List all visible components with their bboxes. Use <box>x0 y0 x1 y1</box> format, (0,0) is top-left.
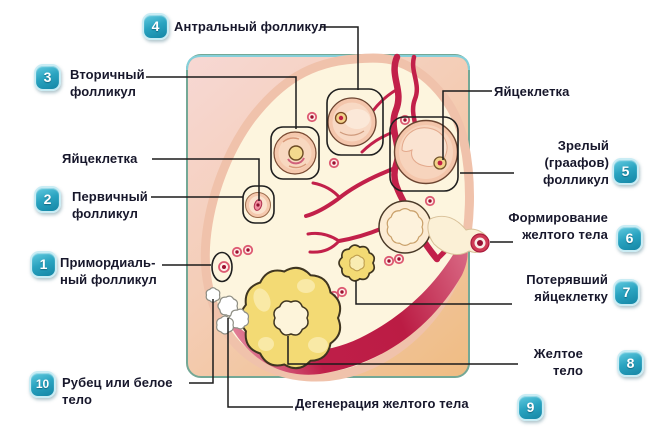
callout-antral <box>321 26 359 90</box>
callout-corpus <box>287 336 518 365</box>
corpus-luteum-icon <box>239 266 342 370</box>
label-line: (граафов) <box>544 155 609 170</box>
step-badge-7: 7 <box>613 279 640 306</box>
label-primary-follicle: Первичный фолликул <box>72 188 148 222</box>
label-graafian-follicle: Зрелый (граафов) фолликул <box>543 137 609 188</box>
label-line: фолликул <box>70 84 136 99</box>
label-antral-follicle: Антральный фолликул <box>174 18 327 35</box>
label-line: Антральный фолликул <box>174 19 327 34</box>
step-badge-6: 6 <box>616 225 643 252</box>
degenerating-corpus-icon <box>338 244 376 282</box>
secondary-follicle-icon <box>273 131 317 175</box>
graafian-follicle-icon <box>393 119 459 185</box>
callout-egg-left <box>152 158 260 201</box>
label-line: фолликул <box>72 206 138 221</box>
forming-corpus-luteum-icon <box>427 215 490 255</box>
label-line: Дегенерация желтого тела <box>295 396 469 411</box>
highlight-boxes <box>211 88 459 283</box>
step-badge-3: 3 <box>34 64 61 91</box>
step-badge-5: 5 <box>612 158 639 185</box>
antral-follicle-icon <box>327 97 377 147</box>
panel-top-highlight <box>186 55 470 71</box>
label-line: Желтое <box>533 346 583 361</box>
label-line: Яйцеклетка <box>494 84 570 99</box>
label-line: ный фолликул <box>60 272 157 287</box>
label-line: Рубец или белое <box>62 375 173 390</box>
label-egg-right: Яйцеклетка <box>494 83 569 100</box>
callout-egg-right <box>442 90 492 160</box>
label-line: яйцеклетку <box>534 289 608 304</box>
callout-lost-egg <box>355 281 512 305</box>
label-primordial-follicle: Примордиаль- ный фолликул <box>60 254 157 288</box>
callout-secondary <box>146 76 297 129</box>
label-egg-left: Яйцеклетка <box>62 150 137 167</box>
ovary-medulla-crescent <box>225 235 468 375</box>
label-forming-corpus-luteum: Формирование желтого тела <box>508 209 608 243</box>
label-line: Яйцеклетка <box>62 151 138 166</box>
label-line: Примордиаль- <box>60 255 156 270</box>
callout-lines <box>146 26 518 408</box>
step-badge-2: 2 <box>34 186 61 213</box>
label-line: тело <box>62 392 93 407</box>
label-line: Потерявший <box>526 272 608 287</box>
label-line: желтого тела <box>522 227 608 242</box>
callout-degeneration <box>227 318 293 408</box>
antral-follicle-box <box>326 88 384 156</box>
label-lost-egg-follicle: Потерявший яйцеклетку <box>526 271 608 305</box>
step-badge-9: 9 <box>517 394 544 421</box>
label-degeneration-corpus-luteum: Дегенерация желтого тела <box>295 395 469 412</box>
callout-scar <box>189 299 214 384</box>
step-badge-4: 4 <box>142 13 169 40</box>
label-line: Вторичный <box>70 67 145 82</box>
secondary-follicle-box <box>270 126 320 180</box>
label-line: Первичный <box>72 189 148 204</box>
step-badge-1: 1 <box>30 251 57 278</box>
label-line: Формирование <box>508 210 608 225</box>
label-line: фолликул <box>543 172 609 187</box>
primordial-follicle-ring <box>211 251 233 283</box>
label-secondary-follicle: Вторичный фолликул <box>70 66 145 100</box>
label-line: тело <box>552 363 583 378</box>
step-badge-10: 10 <box>29 371 56 398</box>
white-body-icon <box>205 287 250 335</box>
step-badge-8: 8 <box>617 350 644 377</box>
label-scar-white-body: Рубец или белое тело <box>62 374 173 408</box>
released-egg-icon <box>470 233 490 253</box>
ruptured-follicle-icon <box>378 200 432 254</box>
graafian-follicle-box <box>389 116 459 192</box>
label-line: Зрелый <box>557 138 609 153</box>
label-corpus-luteum: Желтое тело <box>534 345 583 379</box>
primary-follicle-icon <box>245 192 271 218</box>
